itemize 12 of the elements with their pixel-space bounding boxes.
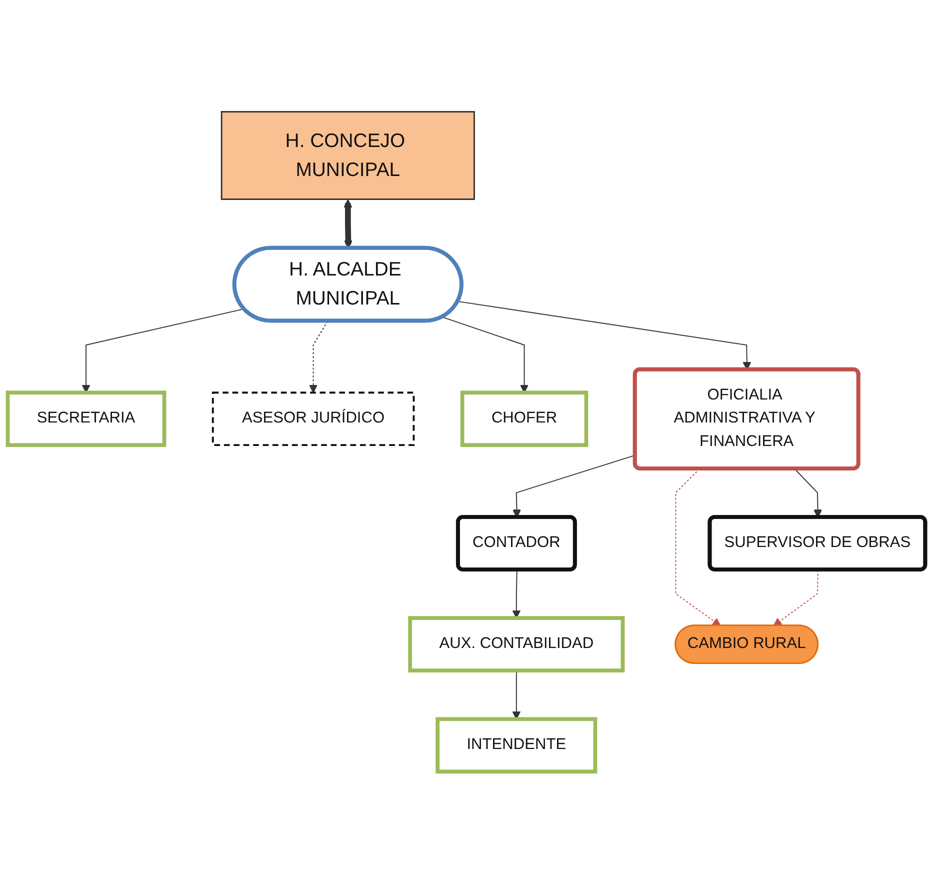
arrow (457, 300, 752, 370)
node-box: SECRETARIA (6, 390, 166, 447)
node-box: ASESOR JURÍDICO (212, 391, 415, 446)
node-box: H. CONCEJO MUNICIPAL (220, 110, 475, 200)
node-box: AUX. CONTABILIDAD (408, 616, 625, 672)
arrow (512, 670, 521, 720)
arrow (309, 320, 328, 393)
node-box: INTENDENTE (436, 716, 598, 774)
node-box: CHOFER (460, 390, 588, 447)
arrow (512, 569, 521, 618)
arrow (773, 569, 818, 626)
arrow (442, 316, 529, 393)
